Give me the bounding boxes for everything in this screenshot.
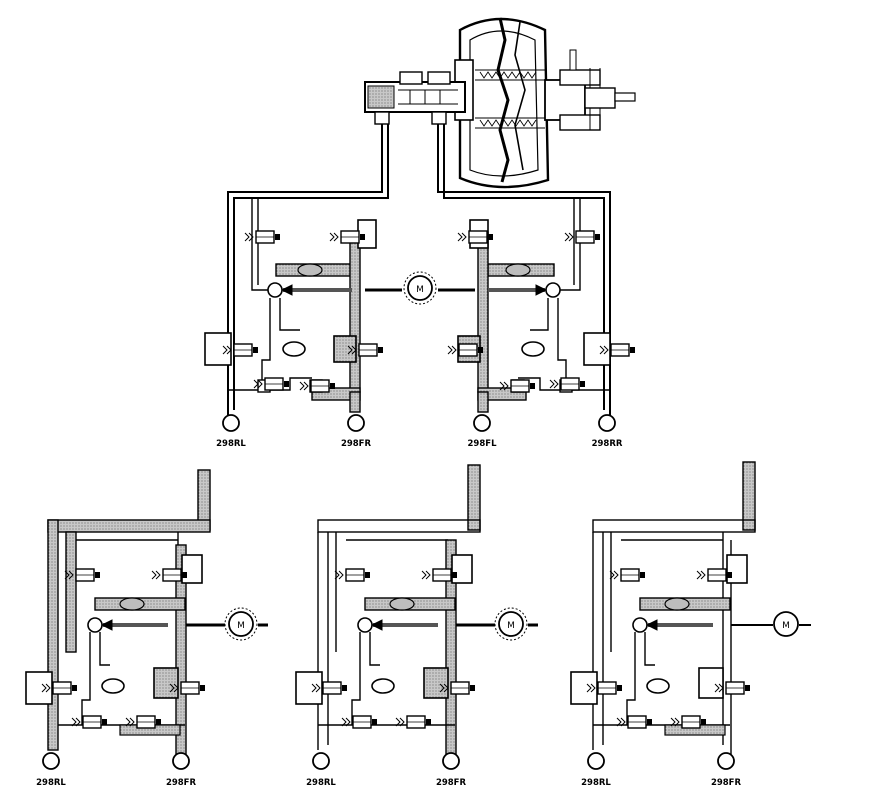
motor-icon: M	[494, 607, 528, 641]
wheel-sensor-icon	[587, 752, 735, 770]
wheel-label-rr: 298RR	[592, 439, 623, 449]
bottom-circuit-panel-3: M 298RL 298FR	[570, 461, 811, 788]
wheel-sensor-icon	[222, 414, 616, 432]
motor-icon: M	[773, 611, 799, 637]
wheel-label-fr: 298FR	[166, 778, 197, 788]
wheel-label-rl: 298RL	[581, 778, 611, 788]
wheel-label-fl: 298FL	[468, 439, 498, 449]
bottom-circuit-panel-1: M 298RL 298FR	[25, 469, 268, 788]
wheel-sensor-icon	[312, 752, 460, 770]
bottom-circuit-panel-2: M 298RL 298FR	[295, 464, 538, 788]
wheel-label-rl: 298RL	[216, 439, 246, 449]
motor-label: M	[507, 621, 515, 631]
wheel-label-fr: 298FR	[711, 778, 742, 788]
brake-booster-icon	[364, 17, 636, 189]
wheel-label-rl: 298RL	[36, 778, 66, 788]
motor-icon: M	[403, 271, 437, 305]
wheel-label-rl: 298RL	[306, 778, 336, 788]
motor-icon: M	[224, 607, 258, 641]
valve-icon	[222, 230, 636, 393]
motor-label: M	[416, 285, 424, 295]
motor-label: M	[237, 621, 245, 631]
wheel-label-fr: 298FR	[436, 778, 467, 788]
wheel-label-fr: 298FR	[341, 439, 372, 449]
wheel-sensor-icon	[42, 752, 190, 770]
top-hydraulic-circuit	[204, 124, 611, 415]
motor-label: M	[782, 621, 790, 631]
